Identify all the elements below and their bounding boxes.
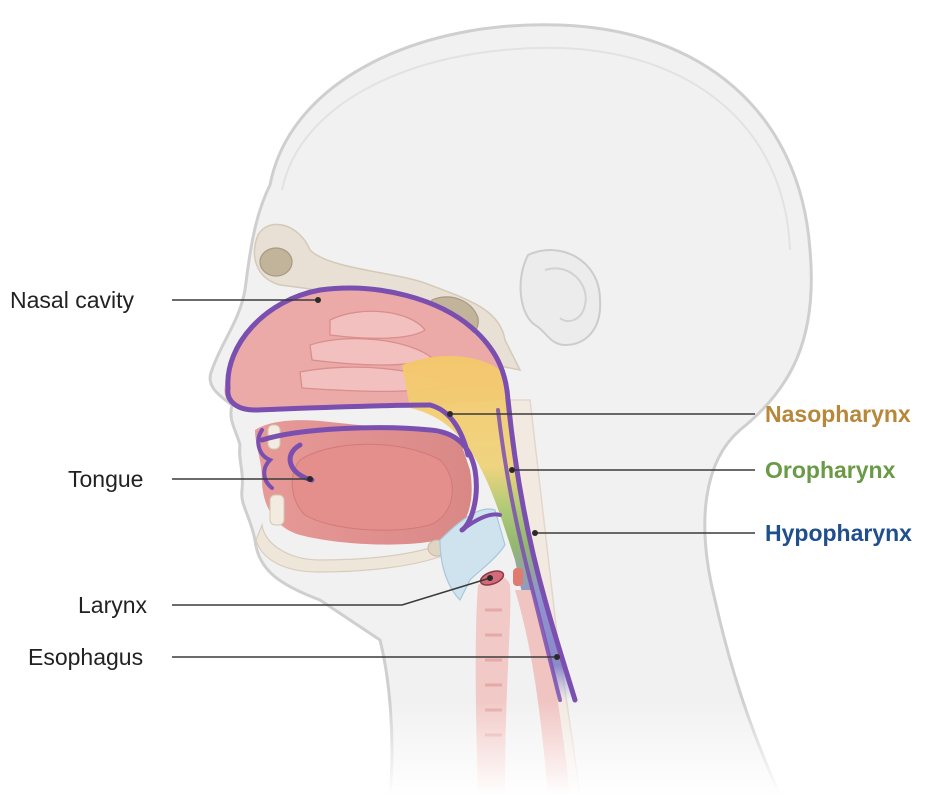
leader-dot-esophagus [554,654,560,660]
label-tongue: Tongue [68,466,143,492]
neck-fade [380,700,800,796]
leader-dot-nasopharynx [447,411,453,417]
leader-dot-tongue [307,476,313,482]
label-larynx: Larynx [78,592,148,618]
leader-dot-larynx [487,575,493,581]
label-nasopharynx: Nasopharynx [765,401,911,427]
leader-dot-nasal-cavity [315,297,321,303]
label-nasal-cavity: Nasal cavity [10,287,134,313]
leader-dot-hypopharynx [532,530,538,536]
label-oropharynx: Oropharynx [765,457,896,483]
label-hypopharynx: Hypopharynx [765,520,912,546]
label-esophagus: Esophagus [28,644,143,670]
leader-dot-oropharynx [509,467,515,473]
